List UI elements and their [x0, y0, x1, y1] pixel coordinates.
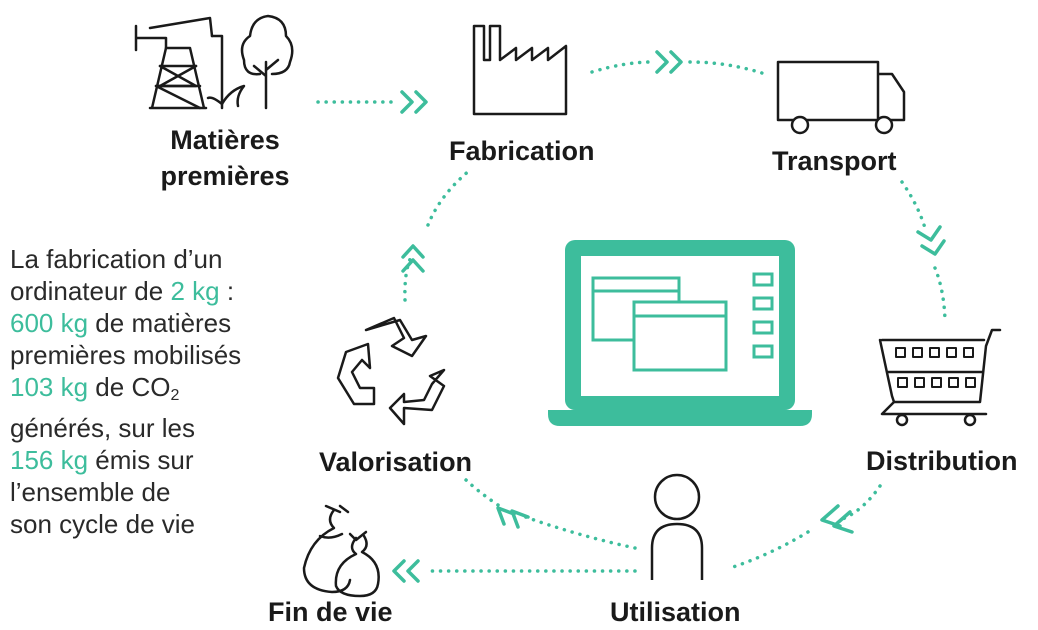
stage-label-distribution: Distribution — [866, 446, 1018, 476]
side-text-line: 103 kg de CO2 — [10, 371, 310, 412]
side-text-fragment: : — [219, 276, 235, 306]
co2-manufacturing-value: 103 kg — [10, 372, 89, 402]
side-text-line: son cycle de vie — [10, 509, 195, 539]
shopping-cart-icon — [878, 328, 1002, 427]
carbon-footprint-text: La fabrication d’un ordinateur de 2 kg :… — [10, 243, 310, 540]
arrows — [392, 50, 946, 583]
stage-label-use: Utilisation — [610, 597, 741, 627]
connector-use-to-recovery — [518, 513, 637, 550]
side-text-fragment: de CO — [88, 372, 171, 402]
raw-materials-value: 600 kg — [10, 308, 89, 338]
laptop-windows-icon — [548, 240, 812, 426]
side-text-line: générés, sur les — [10, 413, 195, 443]
double-chevron-up-icon — [401, 244, 425, 273]
stage-label-raw-materials-line2: premières — [160, 161, 290, 191]
co2-total-value: 156 kg — [10, 445, 89, 475]
side-text-fragment: ordinateur de — [10, 276, 171, 306]
side-text-line: ordinateur de 2 kg : — [10, 275, 310, 307]
connector-transport-continue — [688, 60, 770, 77]
stage-label-transport: Transport — [772, 146, 897, 176]
side-text-line: La fabrication d’un — [10, 244, 223, 274]
side-text-fragment: émis sur — [88, 445, 194, 475]
side-text-line: 600 kg de matières — [10, 307, 310, 339]
side-text-line: l’ensemble de — [10, 477, 171, 507]
person-icon — [650, 473, 704, 580]
connector-transport-to-distribution — [900, 180, 927, 230]
stage-label-raw-materials-line1: Matières — [170, 125, 280, 155]
side-text-line: 156 kg émis sur — [10, 444, 310, 476]
stage-label-manufacturing: Fabrication — [449, 136, 595, 166]
double-chevron-left-icon — [392, 559, 420, 583]
connector-manufacturing-descent — [426, 168, 472, 227]
connector-manufacturing-to-transport — [590, 60, 654, 74]
double-chevron-right-icon — [655, 50, 683, 74]
factory-icon — [472, 24, 568, 116]
co2-subscript: 2 — [170, 387, 180, 404]
stage-label-end-of-life: Fin de vie — [268, 597, 393, 627]
trash-bags-icon — [302, 504, 380, 598]
double-chevron-down-left-icon — [820, 504, 854, 534]
recycle-icon — [336, 316, 446, 426]
stage-label-recovery: Valorisation — [319, 447, 473, 477]
stage-label-raw-materials: Matières premières — [140, 122, 310, 194]
computer-weight-value: 2 kg — [170, 276, 220, 306]
connector-distribution-continue — [933, 266, 947, 322]
truck-icon — [776, 60, 906, 135]
double-chevron-up-left-icon — [496, 506, 530, 529]
side-text-fragment: de matières — [88, 308, 232, 338]
connector-use-approach — [728, 530, 810, 570]
double-chevron-down-icon — [916, 225, 946, 256]
side-text-line: premières mobilisés — [10, 340, 242, 370]
double-chevron-right-icon — [400, 90, 428, 114]
connector-recovery-approach — [464, 478, 500, 507]
oil-pump-tree-icon — [134, 14, 294, 110]
